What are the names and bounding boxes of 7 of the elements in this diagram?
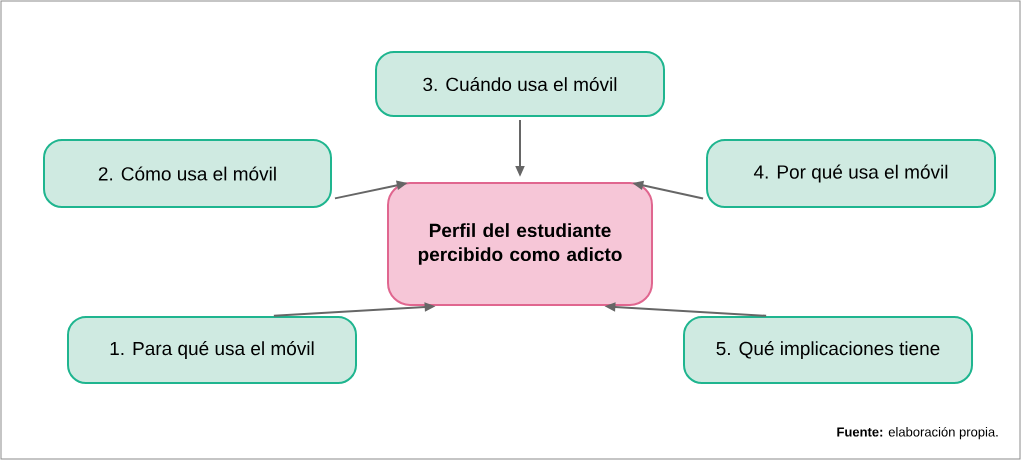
topic-box: 3. Cuándo usa el móvil [375,51,665,117]
topic-box: 4. Por qué usa el móvil [706,139,996,208]
central-box: Perfil del estudiante percibido como adicto [387,182,653,306]
topic-box: 1. Para qué usa el móvil [67,316,357,384]
topic-box: 2. Cómo usa el móvil [43,139,332,208]
source-note: Fuente: elaboración propia. [837,426,998,440]
topic-box: 5. Qué implicaciones tiene [683,316,973,384]
